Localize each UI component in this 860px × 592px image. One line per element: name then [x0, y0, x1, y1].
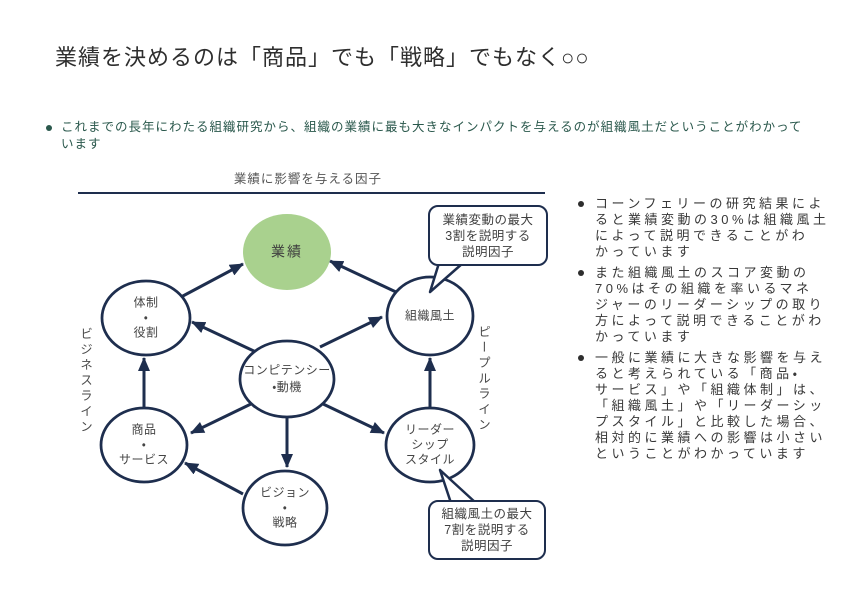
node-label-leadership: リーダー シップ スタイル — [404, 422, 456, 467]
arrow-structure-to-performance — [180, 262, 244, 299]
node-label-climate: 組織風土 — [404, 308, 456, 323]
callout-top: 業績変動の最大 3割を説明する 説明因子 — [428, 205, 548, 266]
arrow-vision-to-product — [184, 461, 244, 496]
diagram-caption: 業績に影響を与える因子 — [233, 172, 383, 186]
node-label-competency: コンピテンシー ・動機 — [243, 363, 331, 394]
nodes-group — [99, 214, 476, 547]
arrow-climate-to-performance — [329, 259, 397, 294]
bullet-dot-icon — [46, 125, 52, 131]
note-text-1: コーンフェリーの研究結果によ ると業績変動の30%は組織風土 によって説明できる… — [595, 196, 830, 259]
leadership-ellipse — [384, 406, 476, 484]
people-line-label: ピープルライン — [476, 325, 490, 434]
climate-ellipse — [385, 275, 475, 357]
arrows-group — [138, 259, 436, 496]
callout-bottom: 組織風土の最大 7割を説明する 説明因子 — [428, 500, 546, 560]
node-label-vision: ビジョン ・ 戦略 — [259, 485, 311, 530]
note-item: 一般に業績に大きな影響を与え ると考えられている「商品・ サービス」や「組織体制… — [578, 350, 854, 462]
vision-ellipse — [241, 469, 329, 547]
note-item: また組織風土のスコア変動の 70%はその組織を率いるマネ ジャーのリーダーシップ… — [578, 265, 854, 345]
product-ellipse — [99, 406, 189, 484]
note-item: コーンフェリーの研究結果によ ると業績変動の30%は組織風土 によって説明できる… — [578, 196, 854, 260]
note-bullet-dot-icon — [578, 201, 584, 207]
node-label-performance: 業績 — [271, 243, 303, 260]
note-text-3: 一般に業績に大きな影響を与え ると考えられている「商品・ サービス」や「組織体制… — [595, 350, 827, 461]
note-text-2: また組織風土のスコア変動の 70%はその組織を率いるマネ ジャーのリーダーシップ… — [595, 265, 826, 344]
arrow-competency-to-leadership — [320, 401, 385, 435]
arrow-competency-to-product — [190, 401, 254, 435]
arrow-competency-to-climate — [319, 315, 383, 349]
structure-ellipse — [100, 279, 192, 357]
competency-ellipse — [238, 339, 336, 419]
slide-title: 業績を決めるのは「商品」でも「戦略」でもなく○○ — [55, 45, 590, 70]
arrow-competency-to-structure — [191, 320, 257, 354]
node-label-product: 商品 ・ サービス — [118, 422, 170, 467]
business-line-label: ビジネスライン — [78, 327, 92, 436]
node-label-structure: 体制 ・ 役割 — [133, 295, 159, 340]
note-bullet-dot-icon — [578, 270, 584, 276]
callout-bottom-text: 組織風土の最大 7割を説明する 説明因子 — [441, 507, 533, 553]
intro-bullet-text: これまでの長年にわたる組織研究から、組織の業績に最も大きなインパクトを与えるのが… — [61, 120, 803, 151]
intro-bullet: これまでの長年にわたる組織研究から、組織の業績に最も大きなインパクトを与えるのが… — [46, 119, 846, 153]
notes-list: コーンフェリーの研究結果によ ると業績変動の30%は組織風土 によって説明できる… — [578, 196, 854, 462]
callout-top-text: 業績変動の最大 3割を説明する 説明因子 — [442, 212, 534, 259]
note-bullet-dot-icon — [578, 355, 584, 361]
performance-ellipse — [243, 214, 331, 290]
